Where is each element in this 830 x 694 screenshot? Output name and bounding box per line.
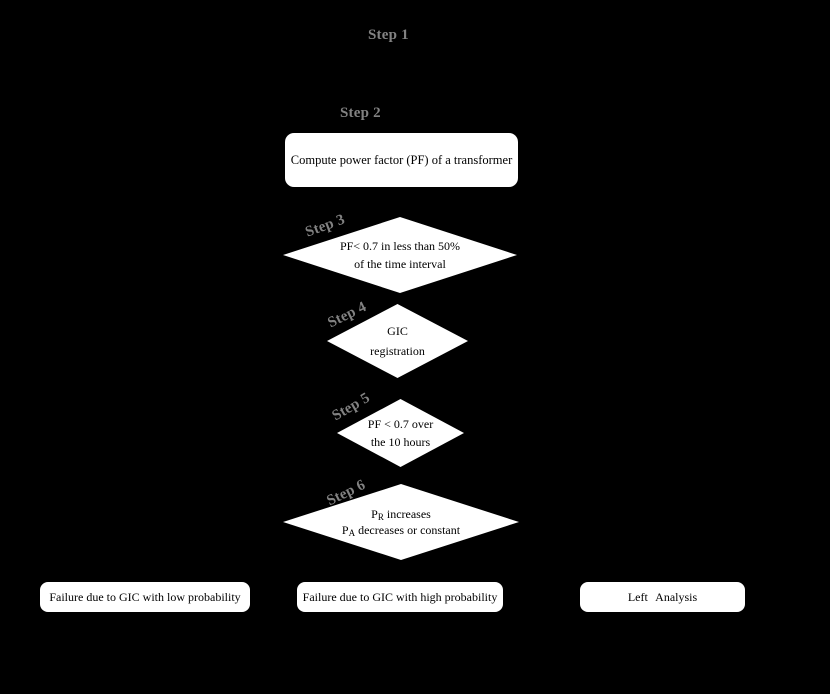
pr-rest: increases	[383, 507, 431, 521]
pf-10hours-line1: PF < 0.7 over	[367, 417, 434, 431]
pa-subscript: A	[348, 528, 356, 538]
pr-base: P	[371, 507, 378, 521]
compute-pf-text: Compute power factor (PF) of a transform…	[290, 152, 513, 167]
pr-increases-line: PR increases	[371, 506, 431, 522]
pr-subscript: R	[377, 512, 384, 522]
pa-base: P	[341, 523, 349, 537]
pa-decreases-line: PA decreases or constant	[342, 522, 460, 538]
compute-pf-process-box: Compute power factor (PF) of a transform…	[285, 133, 518, 187]
outcome-low-probability-box: Failure due to GIC with low probability	[40, 582, 250, 612]
pr-pa-decision-diamond: PR increases PA decreases or constant	[283, 484, 519, 560]
step1-label: Step 1	[368, 27, 409, 43]
step2-label: Step 2	[340, 105, 381, 121]
pa-rest: decreases or constant	[355, 523, 461, 537]
gic-registration-line2: registration	[370, 344, 425, 358]
outcome-high-probability-box: Failure due to GIC with high probability	[297, 582, 503, 612]
gic-registration-line1: GIC	[387, 324, 408, 338]
left-analysis-box: Left Analysis	[580, 582, 745, 612]
pf-less-50pct-line2: of the time interval	[354, 257, 446, 271]
outcome-high-probability-text: Failure due to GIC with high probability	[302, 589, 498, 604]
pf-10hours-line2: the 10 hours	[370, 435, 431, 449]
pf-less-50pct-line1: PF< 0.7 in less than 50%	[339, 239, 461, 253]
outcome-low-probability-text: Failure due to GIC with low probability	[49, 589, 241, 604]
left-analysis-text: Left Analysis	[627, 589, 698, 604]
